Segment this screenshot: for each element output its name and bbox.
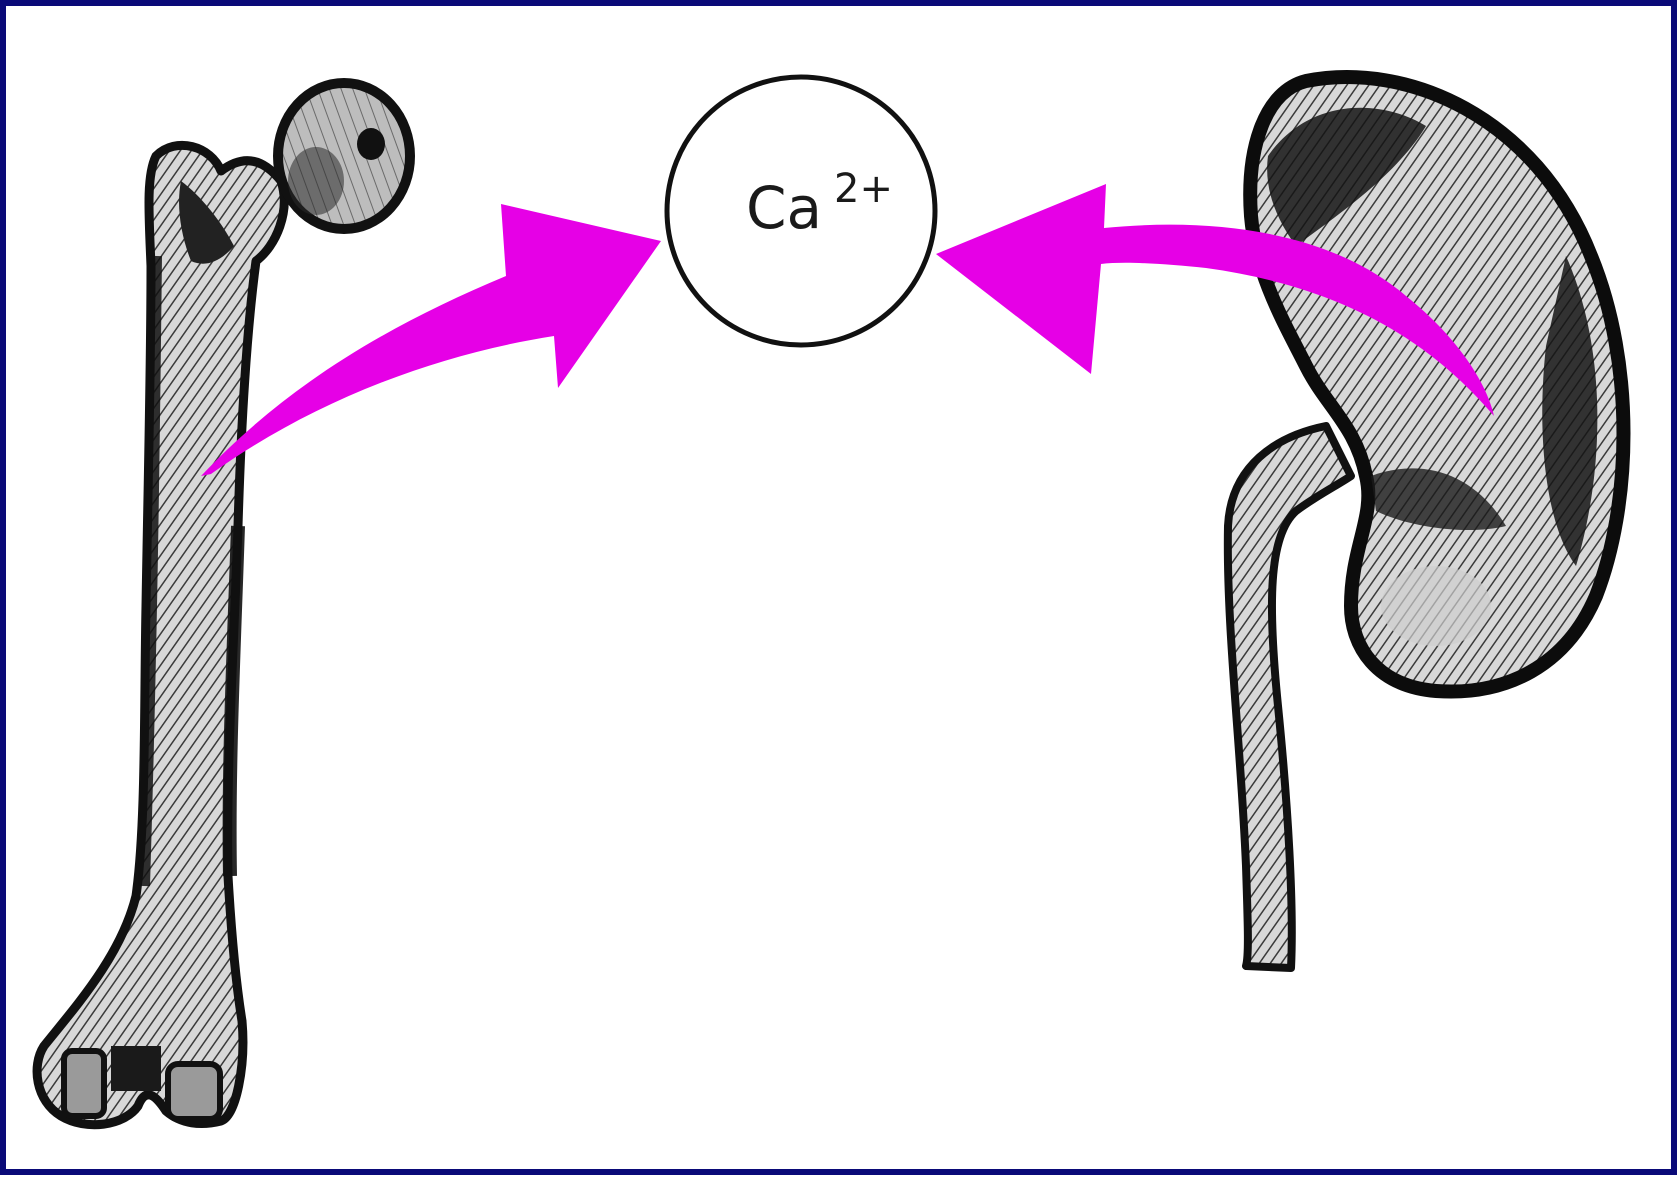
calcium-charge: 2+: [834, 166, 893, 212]
calcium-sources-diagram: Ca 2+: [6, 6, 1677, 1181]
femur-bone-icon: [37, 83, 410, 1125]
calcium-ion-node: Ca 2+: [667, 77, 935, 345]
calcium-symbol: Ca: [746, 174, 822, 242]
kidney-ureter-icon: [1228, 77, 1624, 968]
